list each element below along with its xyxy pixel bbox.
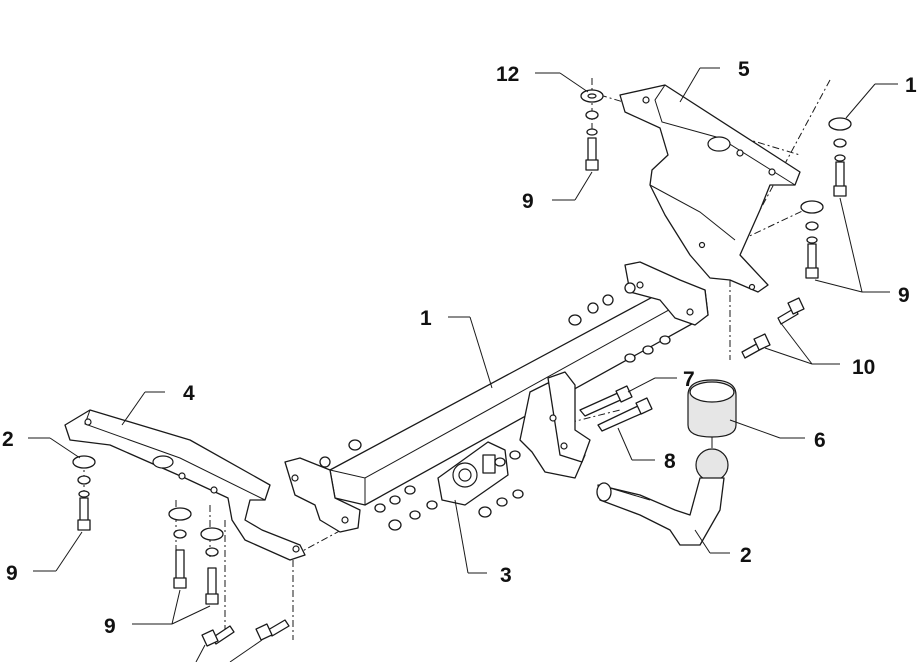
- fastener-stack-top-left: [580, 89, 604, 171]
- callout-2-left: 2: [2, 428, 14, 451]
- callout-12: 12: [496, 63, 519, 86]
- socket-plate-part-3: [437, 441, 509, 506]
- callout-9-upper: 9: [522, 190, 534, 213]
- bracket-part-5: [619, 84, 801, 293]
- fastener-stack-lower-left: [72, 455, 290, 647]
- leader-lines: [28, 67, 898, 662]
- callout-9-right: 9: [898, 284, 910, 307]
- callout-2-bottom: 2: [740, 544, 752, 567]
- callout-4: 4: [183, 382, 195, 405]
- callout-10: 10: [852, 356, 875, 379]
- fastener-stack-top-right: [800, 117, 852, 279]
- callout-6: 6: [814, 429, 826, 452]
- cross-beam-part-1: [284, 261, 709, 533]
- tow-ball-cap-part-6: [687, 379, 737, 448]
- bracket-part-4: [64, 409, 306, 561]
- callout-8: 8: [664, 450, 676, 473]
- callout-1-top-right: 1: [905, 74, 917, 97]
- tow-ball-arm-part-2: [596, 448, 729, 546]
- callout-labels: 12 5 1 9 9 1 10 4 7 2 6 8 3 2 9 9: [2, 58, 917, 638]
- long-bolts-part-7-8: [579, 385, 653, 432]
- callout-9-bottom: 9: [104, 615, 116, 638]
- callout-1-main: 1: [420, 307, 432, 330]
- bolts-part-10: [741, 297, 805, 359]
- callout-5: 5: [738, 58, 750, 81]
- callout-3: 3: [500, 564, 512, 587]
- callout-9-left: 9: [6, 562, 18, 585]
- callout-7: 7: [683, 368, 695, 391]
- beam-nuts-washers: [319, 282, 671, 531]
